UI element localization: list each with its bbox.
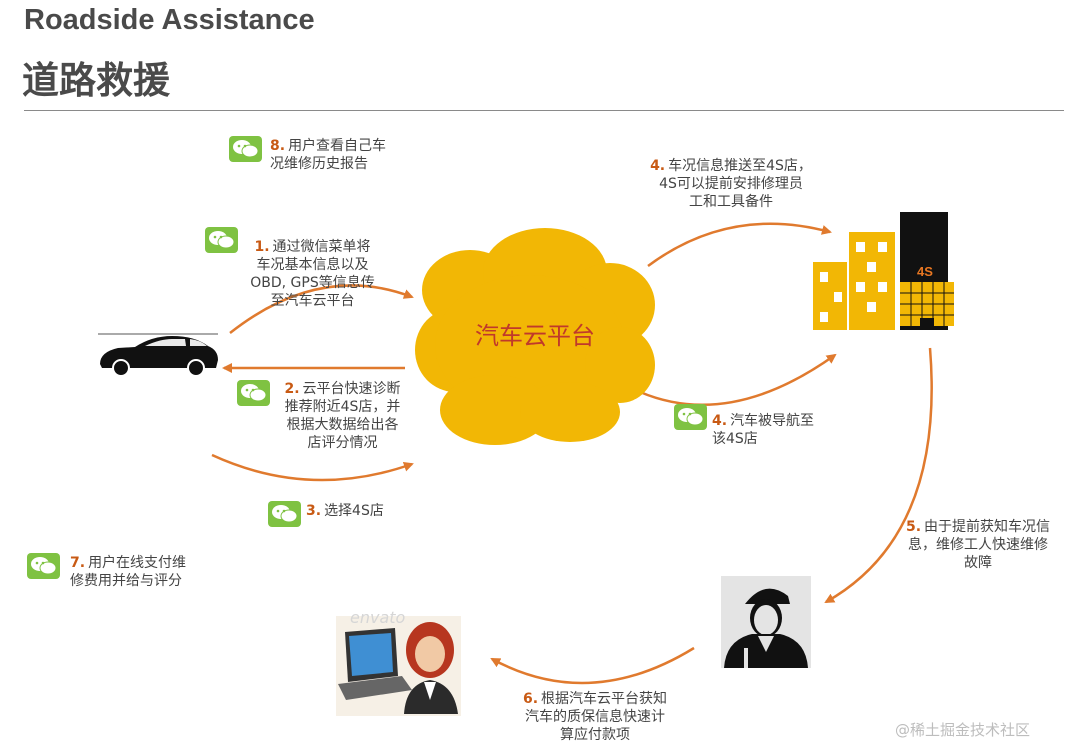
dealer-buildings-icon bbox=[813, 212, 954, 330]
user-laptop-icon bbox=[336, 616, 461, 716]
watermark: @稀土掘金技术社区 bbox=[895, 721, 1031, 739]
arrow-step-4b bbox=[639, 353, 837, 407]
title-divider bbox=[24, 110, 1064, 111]
wechat-icon bbox=[237, 380, 270, 406]
arrow-step-5 bbox=[824, 347, 933, 604]
step-7-caption: 7.用户在线支付维 修费用并给与评分 bbox=[70, 555, 187, 589]
step-2-caption: 2.云平台快速诊断 推荐附近4S店，并 根据大数据给出各 店评分情况 bbox=[284, 381, 401, 451]
car-icon bbox=[98, 333, 218, 377]
arrow-step-6 bbox=[490, 646, 695, 685]
wechat-icon bbox=[205, 227, 238, 253]
step-3-caption: 3.选择4S店 bbox=[306, 503, 384, 519]
step-6-caption: 6.根据汽车云平台获知 汽车的质保信息快速计 算应付款项 bbox=[522, 691, 668, 743]
cloud-platform-label: 汽车云平台 bbox=[475, 322, 595, 350]
step-4b-caption: 4.汽车被导航至 该4S店 bbox=[712, 413, 815, 447]
page-title-en: Roadside Assistance bbox=[24, 4, 315, 36]
wechat-icon bbox=[268, 501, 301, 527]
step-4a-caption: 4.车况信息推送至4S店， 4S可以提前安排修理员 工和工具备件 bbox=[650, 158, 812, 210]
arrow-step-3 bbox=[211, 453, 414, 482]
step-1-caption: 1.通过微信菜单将 车况基本信息以及 OBD, GPS等信息传 至汽车云平台 bbox=[250, 239, 375, 309]
wechat-icon bbox=[27, 553, 60, 579]
wechat-icon bbox=[674, 404, 707, 430]
mechanic-icon bbox=[721, 576, 811, 668]
arrow-step-1 bbox=[229, 284, 414, 334]
step-5-caption: 5.由于提前获知车况信 息，维修工人快速维修 故障 bbox=[905, 519, 1051, 571]
page-title-cn: 道路救援 bbox=[22, 59, 170, 102]
wechat-icon bbox=[229, 136, 262, 162]
arrow-step-4a bbox=[647, 222, 832, 268]
cloud-icon bbox=[415, 228, 655, 445]
step-8-caption: 8.用户查看自己车 况维修历史报告 bbox=[270, 138, 387, 172]
photo-watermark: envato bbox=[350, 608, 406, 627]
dealer-4s-label: 4S bbox=[917, 264, 933, 279]
